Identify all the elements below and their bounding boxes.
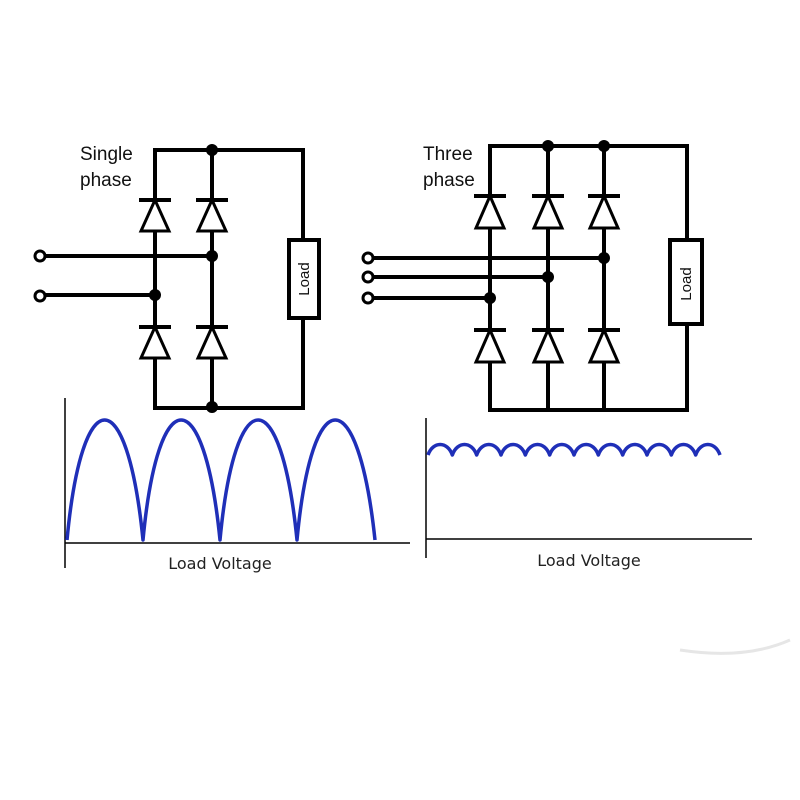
single-phase-load-resistor <box>287 238 321 320</box>
diode <box>473 192 507 230</box>
junction-dot <box>206 144 218 156</box>
single-phase-waveform <box>65 418 377 542</box>
three-phase-circuit: Three phase <box>361 140 704 412</box>
single-phase-label-line1: Single <box>80 144 133 165</box>
single-phase-graph-label: Load Voltage <box>168 554 271 573</box>
three-phase-terminal-1 <box>361 251 375 265</box>
diode <box>195 196 229 233</box>
single-phase-terminal-2 <box>33 289 47 303</box>
junction-dot <box>149 289 161 301</box>
junction-dot <box>484 292 496 304</box>
single-phase-voltage-graph: Load Voltage <box>64 398 410 573</box>
diode <box>195 323 229 360</box>
junction-dot <box>598 140 610 152</box>
diode <box>531 192 565 230</box>
three-phase-label-line1: Three <box>423 144 473 165</box>
diode <box>587 326 621 364</box>
single-phase-load-label: Load <box>296 262 313 295</box>
diode <box>587 192 621 230</box>
diode <box>138 323 172 360</box>
diode <box>138 196 172 233</box>
single-phase-top-rail <box>153 148 305 242</box>
three-phase-top-rail <box>488 144 689 242</box>
three-phase-label-line2: phase <box>423 170 475 191</box>
three-phase-waveform <box>426 442 722 457</box>
decorative-shadow <box>679 638 791 655</box>
single-phase-circuit: Single phase <box>33 144 321 413</box>
three-phase-voltage-graph: Load Voltage <box>425 418 752 570</box>
single-phase-bottom-rail <box>153 316 305 410</box>
junction-dot <box>206 401 218 413</box>
junction-dot <box>542 140 554 152</box>
diode <box>473 326 507 364</box>
three-phase-terminal-2 <box>361 270 375 284</box>
three-phase-bottom-rail <box>488 322 689 412</box>
three-phase-graph-label: Load Voltage <box>537 551 640 570</box>
single-phase-label-line2: phase <box>80 170 132 191</box>
single-phase-terminal-1 <box>33 249 47 263</box>
diode <box>531 326 565 364</box>
three-phase-terminal-3 <box>361 291 375 305</box>
junction-dot <box>542 271 554 283</box>
three-phase-load-resistor <box>668 238 704 326</box>
junction-dot <box>598 252 610 264</box>
junction-dot <box>206 250 218 262</box>
three-phase-load-label: Load <box>678 267 695 300</box>
